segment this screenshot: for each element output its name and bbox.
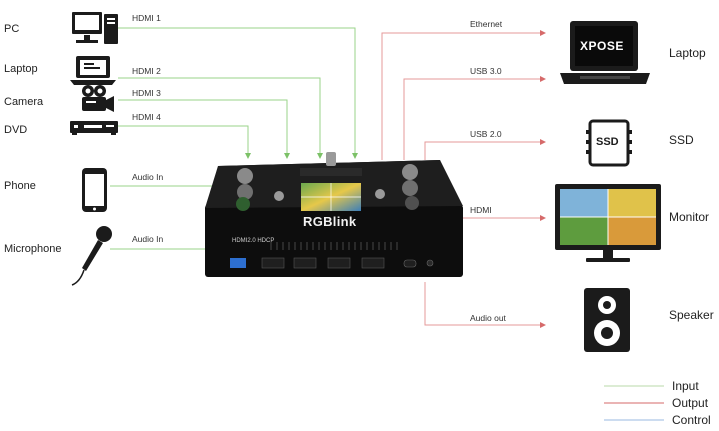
dest-speaker-label: Speaker (669, 308, 714, 322)
legend-input-label: Input (672, 379, 699, 393)
video-camera-icon (82, 85, 114, 112)
usb2-label: USB 2.0 (470, 129, 502, 139)
source-camera-label: Camera (4, 96, 44, 108)
hdmi4-label: HDMI 4 (132, 112, 161, 122)
line-hdmi1 (118, 27, 358, 159)
source-laptop-label: Laptop (4, 63, 38, 75)
audio-out-label: Audio out (470, 313, 506, 323)
output-lines (381, 30, 546, 328)
line-audio-out (424, 282, 546, 328)
laptop-icon (560, 21, 650, 84)
line-ethernet (381, 30, 546, 160)
ssd-drive-icon (586, 119, 632, 167)
desktop-pc-icon (72, 12, 118, 44)
dest-laptop-label: Laptop (669, 46, 706, 60)
legend-output-label: Output (672, 396, 709, 410)
hdmi2-label: HDMI 2 (132, 66, 161, 76)
dvd-player-icon (70, 121, 118, 135)
device-port-strip-label: HDMI2.0 HDCP (232, 238, 275, 244)
ssd-icon-label: SSD (596, 136, 619, 148)
ethernet-label: Ethernet (470, 19, 503, 29)
laptop-screen-logo: XPOSE (580, 39, 624, 53)
legend-control-label: Control (672, 413, 711, 427)
source-phone-label: Phone (4, 180, 36, 192)
laptop-icon (70, 56, 116, 85)
speaker-icon (584, 288, 630, 352)
dest-ssd-label: SSD (669, 133, 694, 147)
smartphone-icon (82, 168, 107, 212)
legend-lines (604, 385, 664, 421)
monitor-icon (555, 184, 661, 262)
line-usb2 (424, 139, 546, 160)
hdmi3-label: HDMI 3 (132, 88, 161, 98)
audio-in-phone-label: Audio In (132, 172, 164, 182)
microphone-icon (71, 226, 112, 286)
hdmi1-label: HDMI 1 (132, 13, 161, 23)
input-lines (110, 27, 358, 252)
line-hdmi2 (118, 77, 323, 159)
line-hdmi3 (118, 99, 290, 159)
line-usb3 (403, 76, 546, 160)
hdmi-out-label: HDMI (470, 205, 492, 215)
device-brand-label: RGBlink (303, 214, 357, 229)
audio-in-mic-label: Audio In (132, 234, 164, 244)
source-pc-label: PC (4, 23, 20, 35)
usb3-label: USB 3.0 (470, 66, 502, 76)
source-dvd-label: DVD (4, 124, 28, 136)
switcher-device (205, 152, 463, 277)
dest-monitor-label: Monitor (669, 210, 710, 224)
source-microphone-label: Microphone (4, 243, 62, 255)
line-hdmi4 (118, 125, 251, 159)
